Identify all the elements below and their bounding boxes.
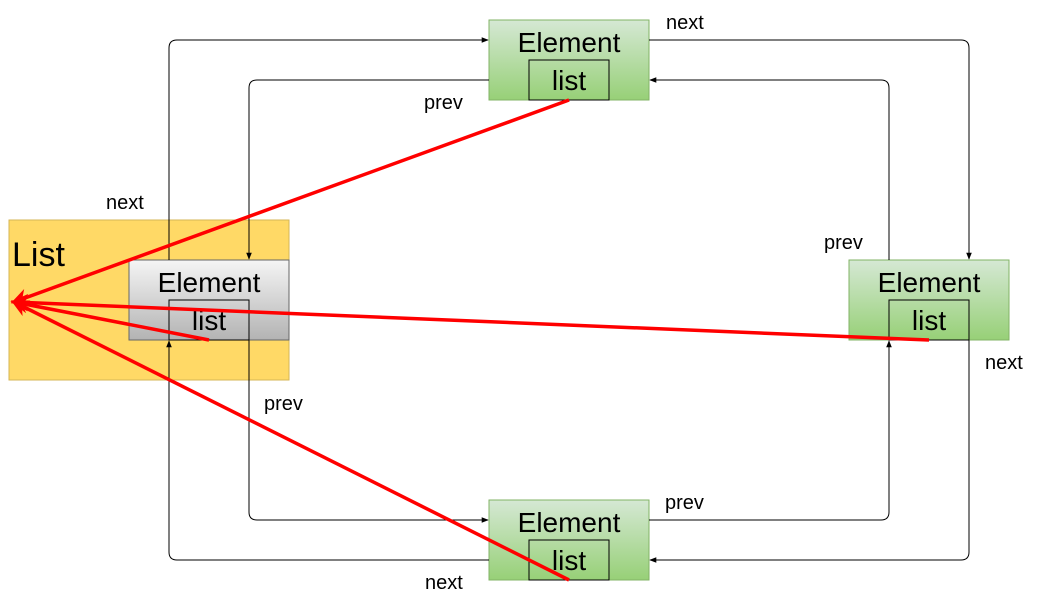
element-title: Element bbox=[518, 27, 621, 58]
element-title: Element bbox=[518, 507, 621, 538]
prev-connector-sentinel-to-bottom bbox=[248, 340, 489, 523]
edge-label-next-top-right: next bbox=[666, 12, 704, 34]
list-pointer-bottom bbox=[10, 300, 570, 582]
element-list-field-label: list bbox=[552, 65, 586, 96]
element-list-field-label: list bbox=[912, 305, 946, 336]
edge-label-next-bottom-sentinel: next bbox=[425, 572, 463, 594]
list-container-label: List bbox=[12, 236, 65, 274]
element-title: Element bbox=[878, 267, 981, 298]
element-node-bottom: Element list bbox=[488, 499, 650, 581]
list-pointer-right bbox=[10, 293, 930, 342]
list-pointer-top bbox=[10, 98, 570, 306]
prev-connector-top-to-sentinel bbox=[246, 79, 489, 260]
prev-connector-bottom-to-right bbox=[649, 340, 892, 521]
next-connector-bottom-to-sentinel bbox=[166, 340, 489, 561]
edge-label-next-sentinel-top: next bbox=[106, 192, 144, 214]
edge-label-prev-right-top: prev bbox=[824, 232, 863, 254]
edge-label-prev-sentinel-bottom: prev bbox=[264, 393, 303, 415]
next-connector-right-to-bottom bbox=[649, 340, 970, 563]
edge-label-prev-bottom-right: prev bbox=[665, 492, 704, 514]
next-connector-sentinel-to-top bbox=[168, 37, 489, 260]
element-node-sentinel: Element list bbox=[128, 259, 290, 341]
edge-label-next-right-bottom: next bbox=[985, 352, 1023, 374]
element-node-right: Element list bbox=[848, 259, 1010, 341]
element-list-field-label: list bbox=[552, 545, 586, 576]
element-node-top: Element list bbox=[488, 19, 650, 101]
prev-connector-right-to-top bbox=[649, 77, 890, 260]
edge-label-prev-top-sentinel: prev bbox=[424, 92, 463, 114]
list-pointer-sentinel bbox=[10, 296, 210, 342]
element-title: Element bbox=[158, 267, 261, 298]
next-connector-top-to-right bbox=[649, 39, 972, 260]
